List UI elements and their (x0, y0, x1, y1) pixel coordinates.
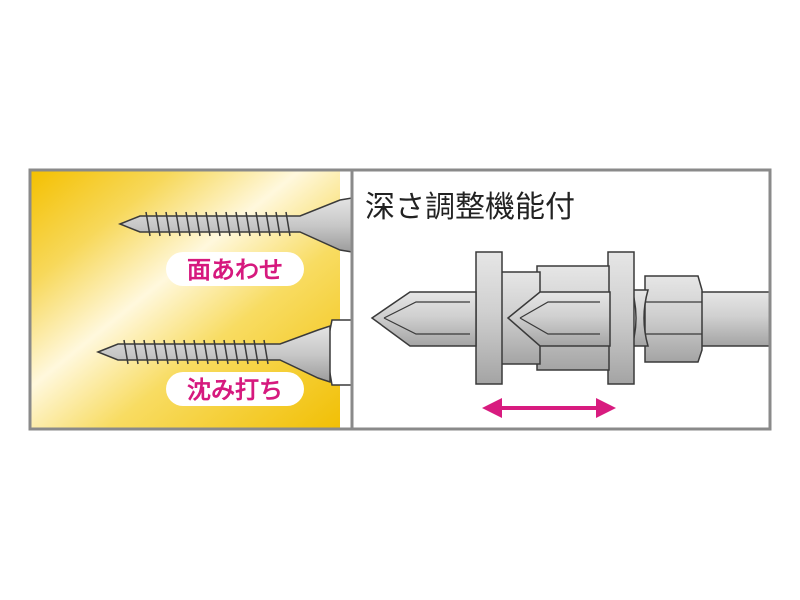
outer-bit-tip (370, 291, 477, 347)
sunk-screw (95, 324, 331, 384)
panel-frame (28, 168, 772, 431)
groove-neck (631, 289, 649, 347)
sunk-label: 沈み打ち (187, 376, 283, 404)
hex-coupling (644, 275, 703, 363)
sleeve-flange-left (475, 251, 503, 385)
sleeve-flange-right (607, 251, 635, 385)
surface-label-bubble (166, 252, 304, 286)
left-panel: 面あわせ 沈み打ち (30, 170, 353, 429)
inner-bit (506, 291, 611, 347)
right-panel-title: 深さ調整機能付 (365, 190, 575, 225)
right-panel: 深さ調整機能付 (365, 190, 771, 418)
sunk-label-bubble (166, 372, 304, 406)
surface-label: 面あわせ (187, 256, 283, 284)
